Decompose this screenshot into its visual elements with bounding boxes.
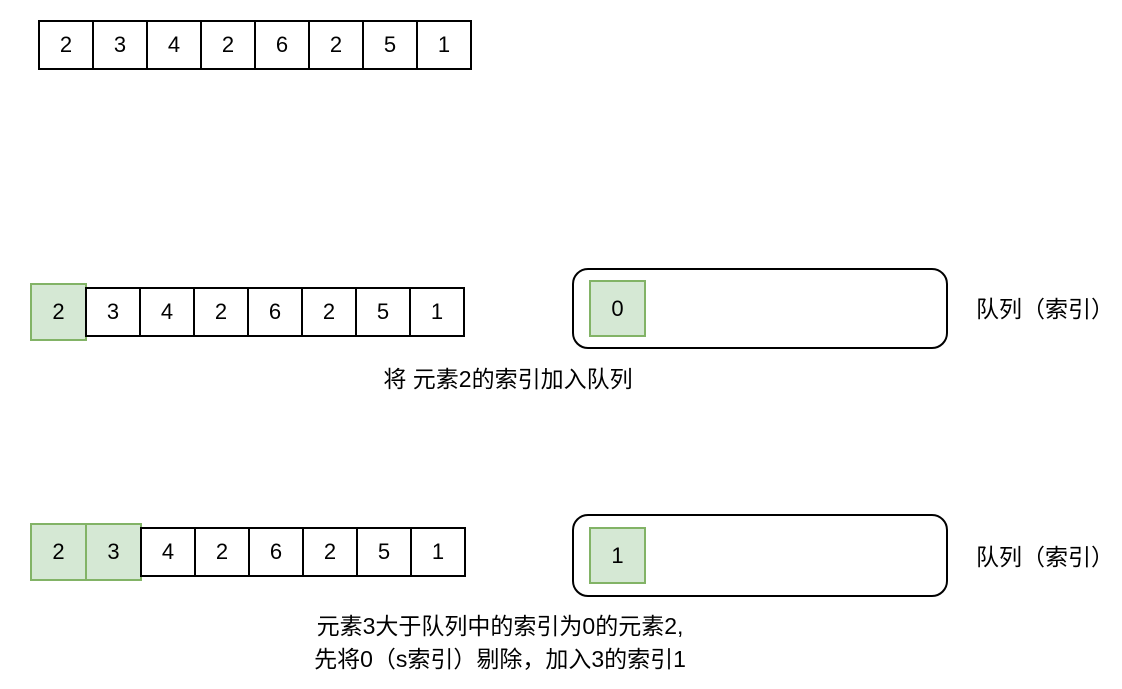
array-cell: 2: [193, 287, 249, 337]
array-cell: 4: [140, 527, 196, 577]
array-cell: 2: [302, 527, 358, 577]
queue-box-step2: 1: [572, 514, 948, 597]
array-cell: 1: [416, 20, 472, 70]
array-row-initial: 2 3 4 2 6 2 5 1: [38, 20, 472, 70]
array-cell: 2: [194, 527, 250, 577]
step2-caption-line1: 元素3大于队列中的索引为0的元素2,: [316, 613, 684, 639]
queue-box-step1: 0: [572, 268, 948, 349]
array-cell: 5: [356, 527, 412, 577]
queue-item: 1: [589, 527, 646, 584]
array-cell: 2: [200, 20, 256, 70]
array-cell: 2: [301, 287, 357, 337]
array-cell: 5: [362, 20, 418, 70]
array-row-step2: 2 3 4 2 6 2 5 1: [30, 523, 466, 581]
array-cell-highlighted: 2: [30, 283, 87, 341]
array-cell-highlighted: 3: [85, 523, 142, 581]
array-cell: 6: [254, 20, 310, 70]
array-cell: 1: [409, 287, 465, 337]
array-cell: 4: [139, 287, 195, 337]
array-cell: 5: [355, 287, 411, 337]
step2-caption-line2: 先将0（s索引）剔除，加入3的索引1: [314, 646, 686, 672]
queue-label: 队列（索引）: [976, 296, 1114, 322]
array-cell: 2: [38, 20, 94, 70]
queue-label: 队列（索引）: [976, 544, 1114, 570]
array-cell: 4: [146, 20, 202, 70]
queue-item: 0: [589, 280, 646, 337]
array-cell: 3: [92, 20, 148, 70]
array-cell: 6: [247, 287, 303, 337]
array-cell: 2: [308, 20, 364, 70]
array-row-step1: 2 3 4 2 6 2 5 1: [30, 283, 465, 341]
step1-caption: 将 元素2的索引加入队列: [383, 366, 633, 392]
array-cell: 3: [85, 287, 141, 337]
step2-caption: 元素3大于队列中的索引为0的元素2, 先将0（s索引）剔除，加入3的索引1: [250, 610, 750, 676]
array-cell: 6: [248, 527, 304, 577]
array-cell-highlighted: 2: [30, 523, 87, 581]
array-cell: 1: [410, 527, 466, 577]
